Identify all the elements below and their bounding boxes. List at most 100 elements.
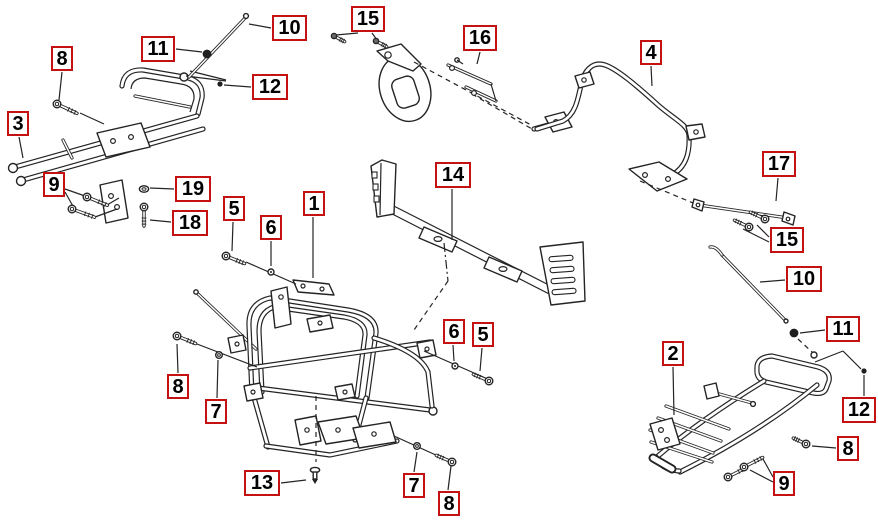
line-art [335, 427, 341, 433]
hardware-washer-6 [267, 268, 275, 276]
line-art [581, 77, 587, 83]
line-art [698, 204, 789, 219]
line-art [52, 99, 62, 109]
line-art [104, 202, 107, 207]
hardware-bolt-9 [739, 455, 765, 472]
line-art [373, 195, 380, 203]
line-art [107, 193, 114, 200]
line-art [797, 438, 801, 443]
line-art [649, 417, 681, 451]
line-art [476, 373, 479, 379]
line-art [109, 138, 116, 145]
hardware-bolt-15 [330, 32, 347, 44]
line-art [465, 86, 497, 102]
line-art [725, 474, 731, 480]
line-art [73, 110, 77, 115]
line-art [749, 400, 757, 408]
leader-lines [18, 23, 865, 491]
line-art [379, 162, 382, 216]
line-art [384, 51, 392, 59]
line-art [703, 382, 720, 400]
part-callout-10-0: 10 [272, 15, 307, 41]
hardware-nut-19 [138, 185, 150, 193]
line-art [97, 199, 101, 205]
line-art [443, 242, 449, 282]
line-art [338, 36, 342, 42]
line-art [330, 32, 338, 40]
hardware-bolt-15 [748, 210, 770, 224]
line-art [793, 436, 797, 442]
line-art [270, 286, 292, 329]
line-art [641, 172, 648, 179]
hardware-nut-7 [413, 442, 422, 451]
hardware-bolt-18 [139, 202, 149, 228]
line-art [189, 339, 193, 344]
hardware-nut-11 [202, 49, 212, 59]
line-art [141, 187, 147, 191]
line-art [62, 139, 73, 159]
part-callout-5-18: 5 [472, 322, 494, 347]
line-art [141, 204, 147, 210]
leader-line-part-12 [223, 84, 252, 88]
leader-line-part-8 [58, 71, 63, 101]
line-art [650, 455, 675, 472]
line-art [67, 107, 70, 112]
part-callout-14-13: 14 [435, 162, 471, 188]
line-art [84, 194, 90, 200]
line-art [179, 72, 189, 82]
hardware-nut-11 [789, 328, 799, 338]
part-callout-7-22: 7 [403, 473, 425, 498]
line-art [202, 49, 212, 59]
line-art [471, 93, 533, 130]
leader-line-part-10 [759, 279, 786, 283]
line-art [415, 444, 419, 448]
leader-line-part-8 [176, 343, 179, 374]
leader-line-part-9 [749, 469, 774, 483]
leader-line-part-4 [650, 65, 653, 87]
part-4-rear-bumper-tube [534, 61, 706, 206]
part-callout-8-19: 8 [167, 374, 189, 399]
line-art [185, 75, 227, 82]
line-art [797, 338, 813, 353]
line-art [79, 112, 105, 125]
line-art [15, 175, 27, 187]
line-art [842, 350, 862, 370]
line-art [795, 437, 799, 442]
line-art [251, 392, 270, 449]
part-callout-11-26: 11 [826, 316, 860, 342]
line-art [234, 341, 240, 347]
leader-line-part-16 [476, 51, 481, 65]
line-art [372, 183, 379, 191]
line-art [217, 353, 221, 357]
line-art [342, 389, 348, 395]
line-art [257, 305, 367, 398]
hardware-nut-7 [214, 351, 223, 360]
part-callout-8-23: 8 [438, 491, 460, 516]
line-art [376, 43, 422, 72]
leader-line-part-18 [149, 219, 172, 223]
line-art [384, 43, 388, 49]
leader-line-part-15 [335, 32, 359, 36]
line-art [548, 254, 574, 263]
part-callout-7-20: 7 [205, 399, 227, 424]
hardware-clip-13 [309, 466, 321, 484]
hardware-screw-12 [861, 368, 867, 374]
line-art [478, 374, 482, 380]
line-art [695, 202, 701, 208]
line-art [628, 161, 688, 192]
part-17-brace-bar [691, 198, 796, 226]
line-art [801, 439, 811, 449]
hardware-washer-6 [451, 362, 459, 370]
line-art [433, 236, 443, 243]
line-art [242, 12, 250, 20]
leader-line-part-9 [64, 188, 86, 197]
line-art [424, 346, 430, 352]
line-art [374, 39, 378, 43]
leader-line-part-3 [18, 136, 24, 159]
line-art [657, 427, 664, 434]
line-art [106, 197, 120, 206]
line-art [441, 455, 445, 461]
line-art [721, 254, 787, 322]
hardware-bolt-8 [52, 99, 79, 115]
